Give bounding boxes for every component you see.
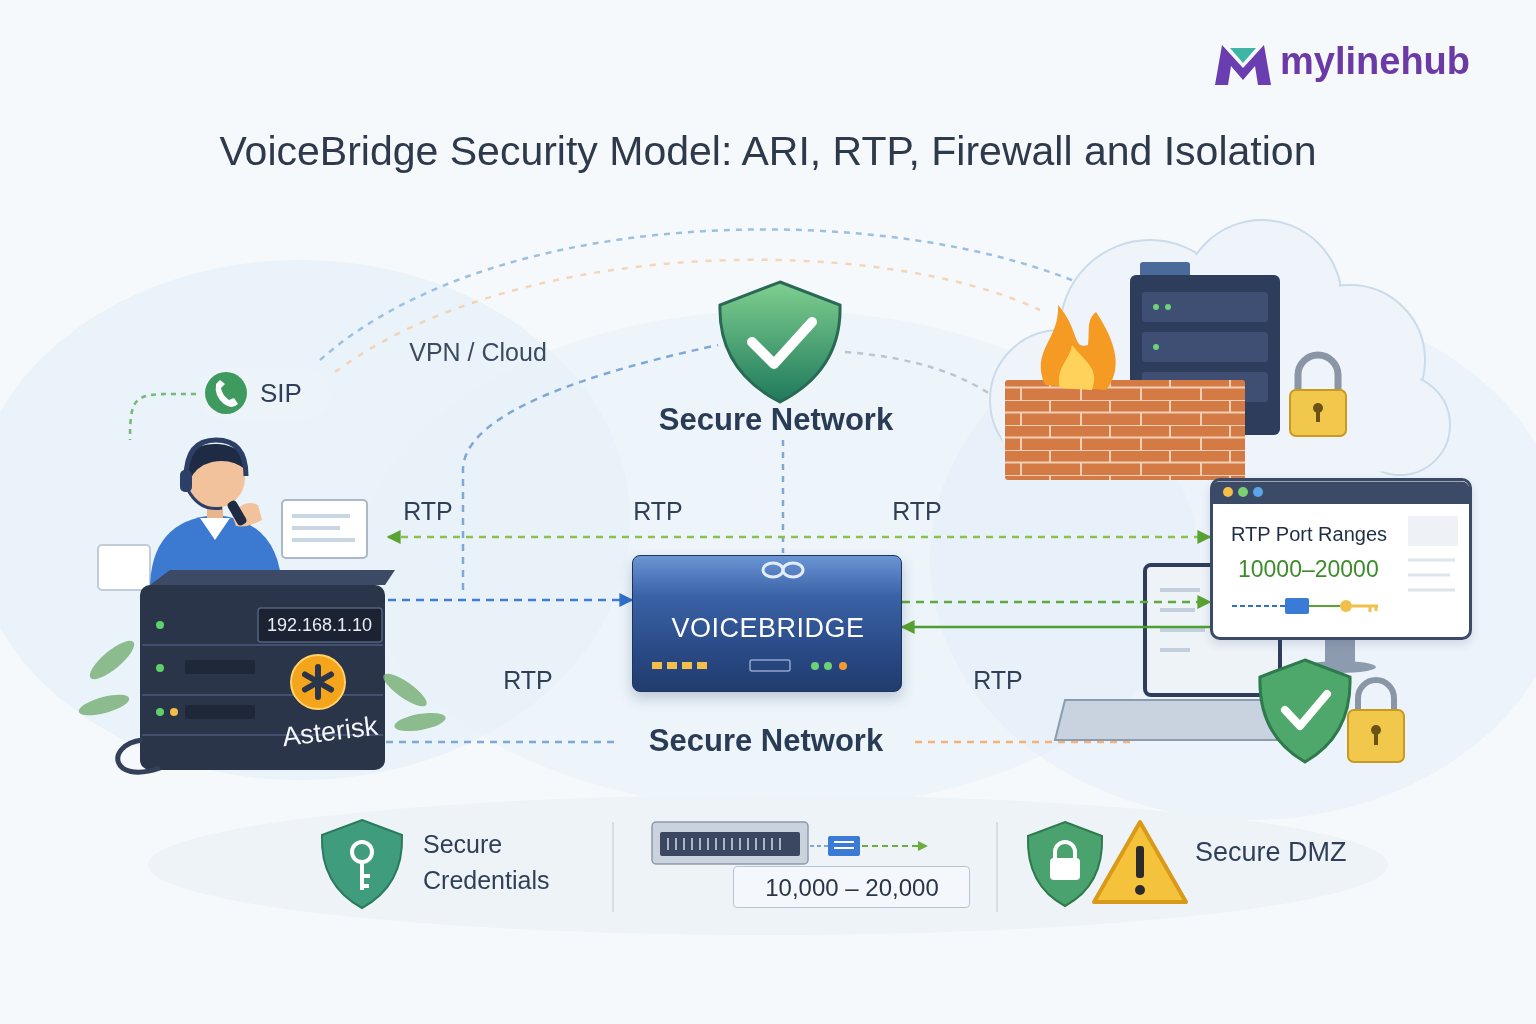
server-name: Asterisk (280, 711, 379, 754)
bottom-icons (322, 820, 1186, 912)
network-label: Secure Network (649, 723, 883, 759)
laptop-shield-lock (1260, 660, 1404, 762)
gateway-box: VOICEBRIDGE (632, 555, 902, 692)
protocol-label: RTP (503, 666, 553, 695)
connector (388, 599, 632, 602)
diagram-title: VoiceBridge Security Model: ARI, RTP, Fi… (0, 128, 1536, 175)
brand-logo: mylinehub (1280, 40, 1470, 84)
logo-mark (1215, 45, 1271, 85)
port-range-box: 10,000 – 20,000 (733, 866, 970, 908)
connector (902, 601, 1210, 604)
secure-shield (720, 282, 840, 402)
window-heading: RTP Port Ranges (1231, 523, 1387, 546)
protocol-label: RTP (633, 497, 683, 526)
protocol-pill: SIP (196, 368, 332, 420)
protocol-name: SIP (260, 379, 302, 409)
connector (388, 536, 1210, 539)
network-label: Secure Network (659, 402, 893, 438)
asterisk-logo (291, 655, 345, 709)
cloud-firewall (990, 220, 1450, 480)
protocol-label: RTP (892, 497, 942, 526)
port-range: 10,000 – 20,000 (765, 874, 939, 902)
background-wash (0, 260, 1536, 935)
agent-person (98, 440, 367, 590)
network-label: VPN / Cloud (409, 338, 547, 367)
connector (130, 394, 196, 440)
connector (902, 626, 1210, 629)
feature-label: Secure DMZ (1195, 837, 1347, 868)
protocol-label: RTP (973, 666, 1023, 695)
gateway-name: VOICEBRIDGE (671, 613, 864, 644)
feature-label: Secure Credentials (423, 826, 593, 899)
ip-address: 192.168.1.10 (267, 615, 372, 636)
port-range: 10000–20000 (1238, 556, 1379, 582)
asterisk-server: 192.168.1.10Asterisk (95, 440, 388, 775)
config-window: RTP Port Ranges 10000–20000 (1210, 478, 1472, 640)
protocol-label: RTP (403, 497, 453, 526)
